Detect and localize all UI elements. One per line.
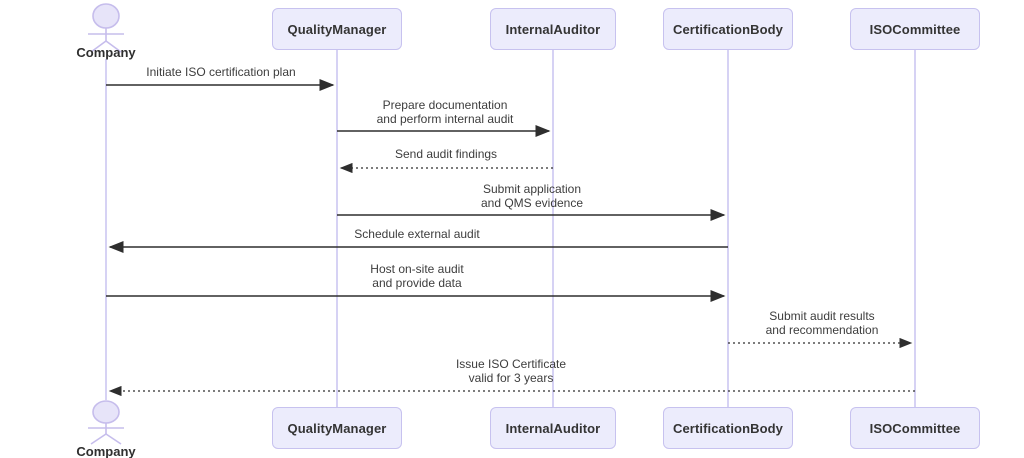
actor-head	[92, 400, 120, 424]
participant-internalauditor-bottom: InternalAuditor	[490, 407, 616, 449]
actor-figure-company-top	[88, 3, 124, 53]
message-label-prepare-documentation: Prepare documentation and perform intern…	[376, 98, 514, 126]
message-label-issue-certificate: Issue ISO Certificate valid for 3 years	[455, 357, 567, 385]
actor-leg-right	[105, 433, 122, 445]
participant-certificationbody-top: CertificationBody	[663, 8, 793, 50]
actor-label-company-top: Company	[76, 45, 136, 60]
actor-label-company-bottom: Company	[76, 444, 136, 458]
actor-leg-right	[105, 40, 122, 53]
actor-head	[92, 3, 120, 29]
participant-qualitymanager-top: QualityManager	[272, 8, 402, 50]
actor-figure-company-bottom	[88, 400, 124, 445]
participant-internalauditor-top: InternalAuditor	[490, 8, 616, 50]
participant-certificationbody-bottom: CertificationBody	[663, 407, 793, 449]
participant-isocommittee-top: ISOCommittee	[850, 8, 980, 50]
message-label-send-findings: Send audit findings	[394, 147, 498, 161]
message-label-submit-application: Submit application and QMS evidence	[480, 182, 584, 210]
message-label-initiate-plan: Initiate ISO certification plan	[146, 65, 296, 79]
participant-isocommittee-bottom: ISOCommittee	[850, 407, 980, 449]
message-label-schedule-audit: Schedule external audit	[354, 227, 480, 241]
participant-qualitymanager-bottom: QualityManager	[272, 407, 402, 449]
message-label-host-audit: Host on-site audit and provide data	[370, 262, 464, 290]
actor-leg-left	[90, 40, 107, 53]
message-label-submit-results: Submit audit results and recommendation	[765, 309, 879, 337]
actor-leg-left	[90, 433, 107, 445]
